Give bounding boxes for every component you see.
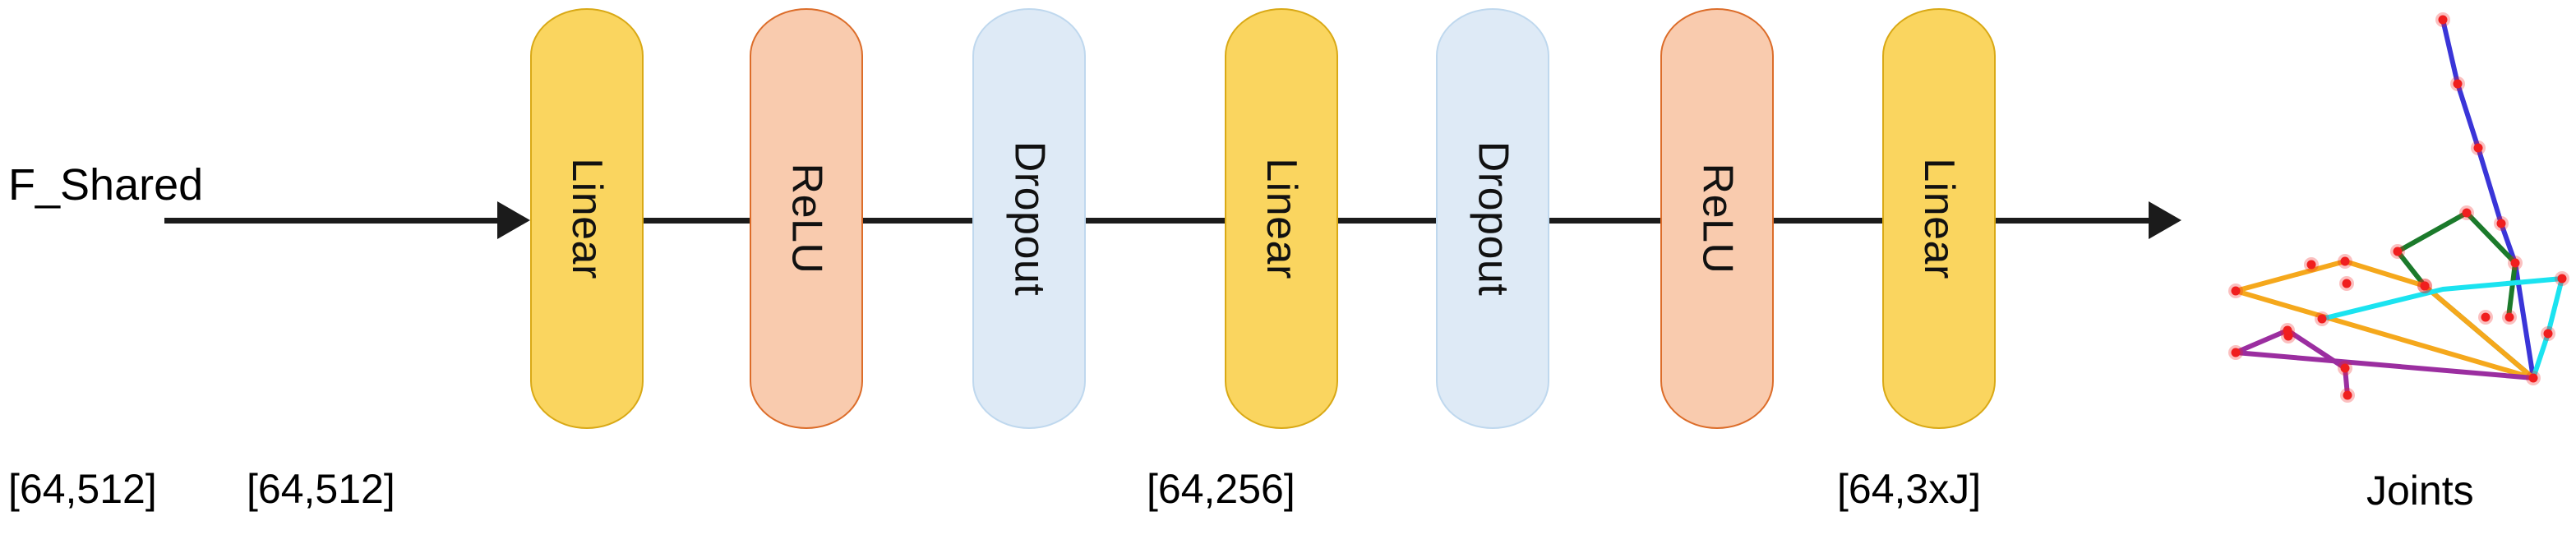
- skeleton-joint-tail_d: [2343, 390, 2352, 400]
- connector-linear1-to-relu1: [641, 218, 751, 224]
- skeleton-joint-l_shoulder: [2462, 208, 2472, 218]
- block-relu-2-label: ReLU: [1693, 163, 1742, 274]
- shape-label-linear3: [64,3xJ]: [1837, 466, 1982, 512]
- shape-label-linear2: [64,256]: [1147, 466, 1295, 512]
- skeleton-joint-neck: [2453, 79, 2463, 89]
- connector-linear2-to-dropout2: [1336, 218, 1438, 224]
- skeleton-limb-green-2: [2464, 210, 2518, 320]
- block-linear-1[interactable]: Linear: [530, 8, 644, 429]
- skeleton-joint-foot_b: [2504, 312, 2514, 322]
- shape-label-linear1: [64,512]: [247, 466, 395, 512]
- block-linear-2-label: Linear: [1258, 158, 1305, 279]
- skeleton-joint-l_hip: [2420, 281, 2430, 291]
- skeleton-joint-toe_l: [2340, 256, 2350, 266]
- output-label: Joints: [2366, 468, 2474, 514]
- connector-linear3-to-output: [1994, 218, 2150, 224]
- block-relu-1[interactable]: ReLU: [750, 8, 863, 429]
- skeleton-joint-tail_b: [2231, 348, 2241, 357]
- skeleton-joints: [2228, 12, 2569, 403]
- skeleton-joint-spine_up: [2473, 143, 2483, 153]
- skeleton-joint-spine_mid: [2496, 219, 2506, 228]
- skeleton-joint-tail_c: [2340, 363, 2350, 373]
- block-dropout-1-label: Dropout: [1005, 141, 1053, 297]
- block-relu-2[interactable]: ReLU: [1660, 8, 1774, 429]
- skeleton-joint-hand_a: [2306, 260, 2316, 270]
- block-linear-1-label: Linear: [563, 158, 611, 279]
- skeleton-limb-blue-0: [2440, 17, 2536, 380]
- skeleton-joint-l_elbow: [2393, 247, 2403, 256]
- skeleton-figure: [2228, 12, 2569, 403]
- block-linear-3[interactable]: Linear: [1882, 8, 1996, 429]
- skeleton-joint-r_knee: [2543, 329, 2553, 339]
- input-label: F_Shared: [8, 160, 204, 210]
- skeleton-joint-l_ankle: [2342, 279, 2352, 288]
- shape-label-input: [64,512]: [8, 466, 157, 512]
- skeleton-joint-r_hip: [2557, 274, 2567, 284]
- arrowhead-output: [2149, 201, 2181, 239]
- connector-input-to-linear1: [164, 218, 497, 224]
- block-dropout-1[interactable]: Dropout: [972, 8, 1086, 429]
- skeleton-joint-foot_a: [2481, 312, 2491, 322]
- skeleton-joint-l_knee: [2317, 314, 2327, 324]
- connector-dropout2-to-relu2: [1548, 218, 1662, 224]
- block-linear-3-label: Linear: [1915, 158, 1963, 279]
- skeleton-joint-root: [2528, 373, 2538, 383]
- skeleton-joint-r_shoulder: [2510, 258, 2520, 268]
- block-relu-1-label: ReLU: [782, 163, 831, 274]
- skeleton-joint-tail_a: [2283, 325, 2292, 335]
- skeleton-limb-purple-6: [2233, 328, 2350, 398]
- skeleton-joint-pelvis_l: [2231, 286, 2241, 296]
- arrowhead-input: [497, 201, 530, 239]
- connector-relu2-to-linear3: [1772, 218, 1884, 224]
- skeleton-limb-purple-7: [2233, 350, 2536, 380]
- block-linear-2[interactable]: Linear: [1225, 8, 1338, 429]
- connector-relu1-to-dropout1: [861, 218, 974, 224]
- block-dropout-2[interactable]: Dropout: [1436, 8, 1549, 429]
- block-dropout-2-label: Dropout: [1469, 141, 1517, 297]
- skeleton-joint-head: [2438, 15, 2448, 25]
- connector-dropout1-to-linear2: [1086, 218, 1226, 224]
